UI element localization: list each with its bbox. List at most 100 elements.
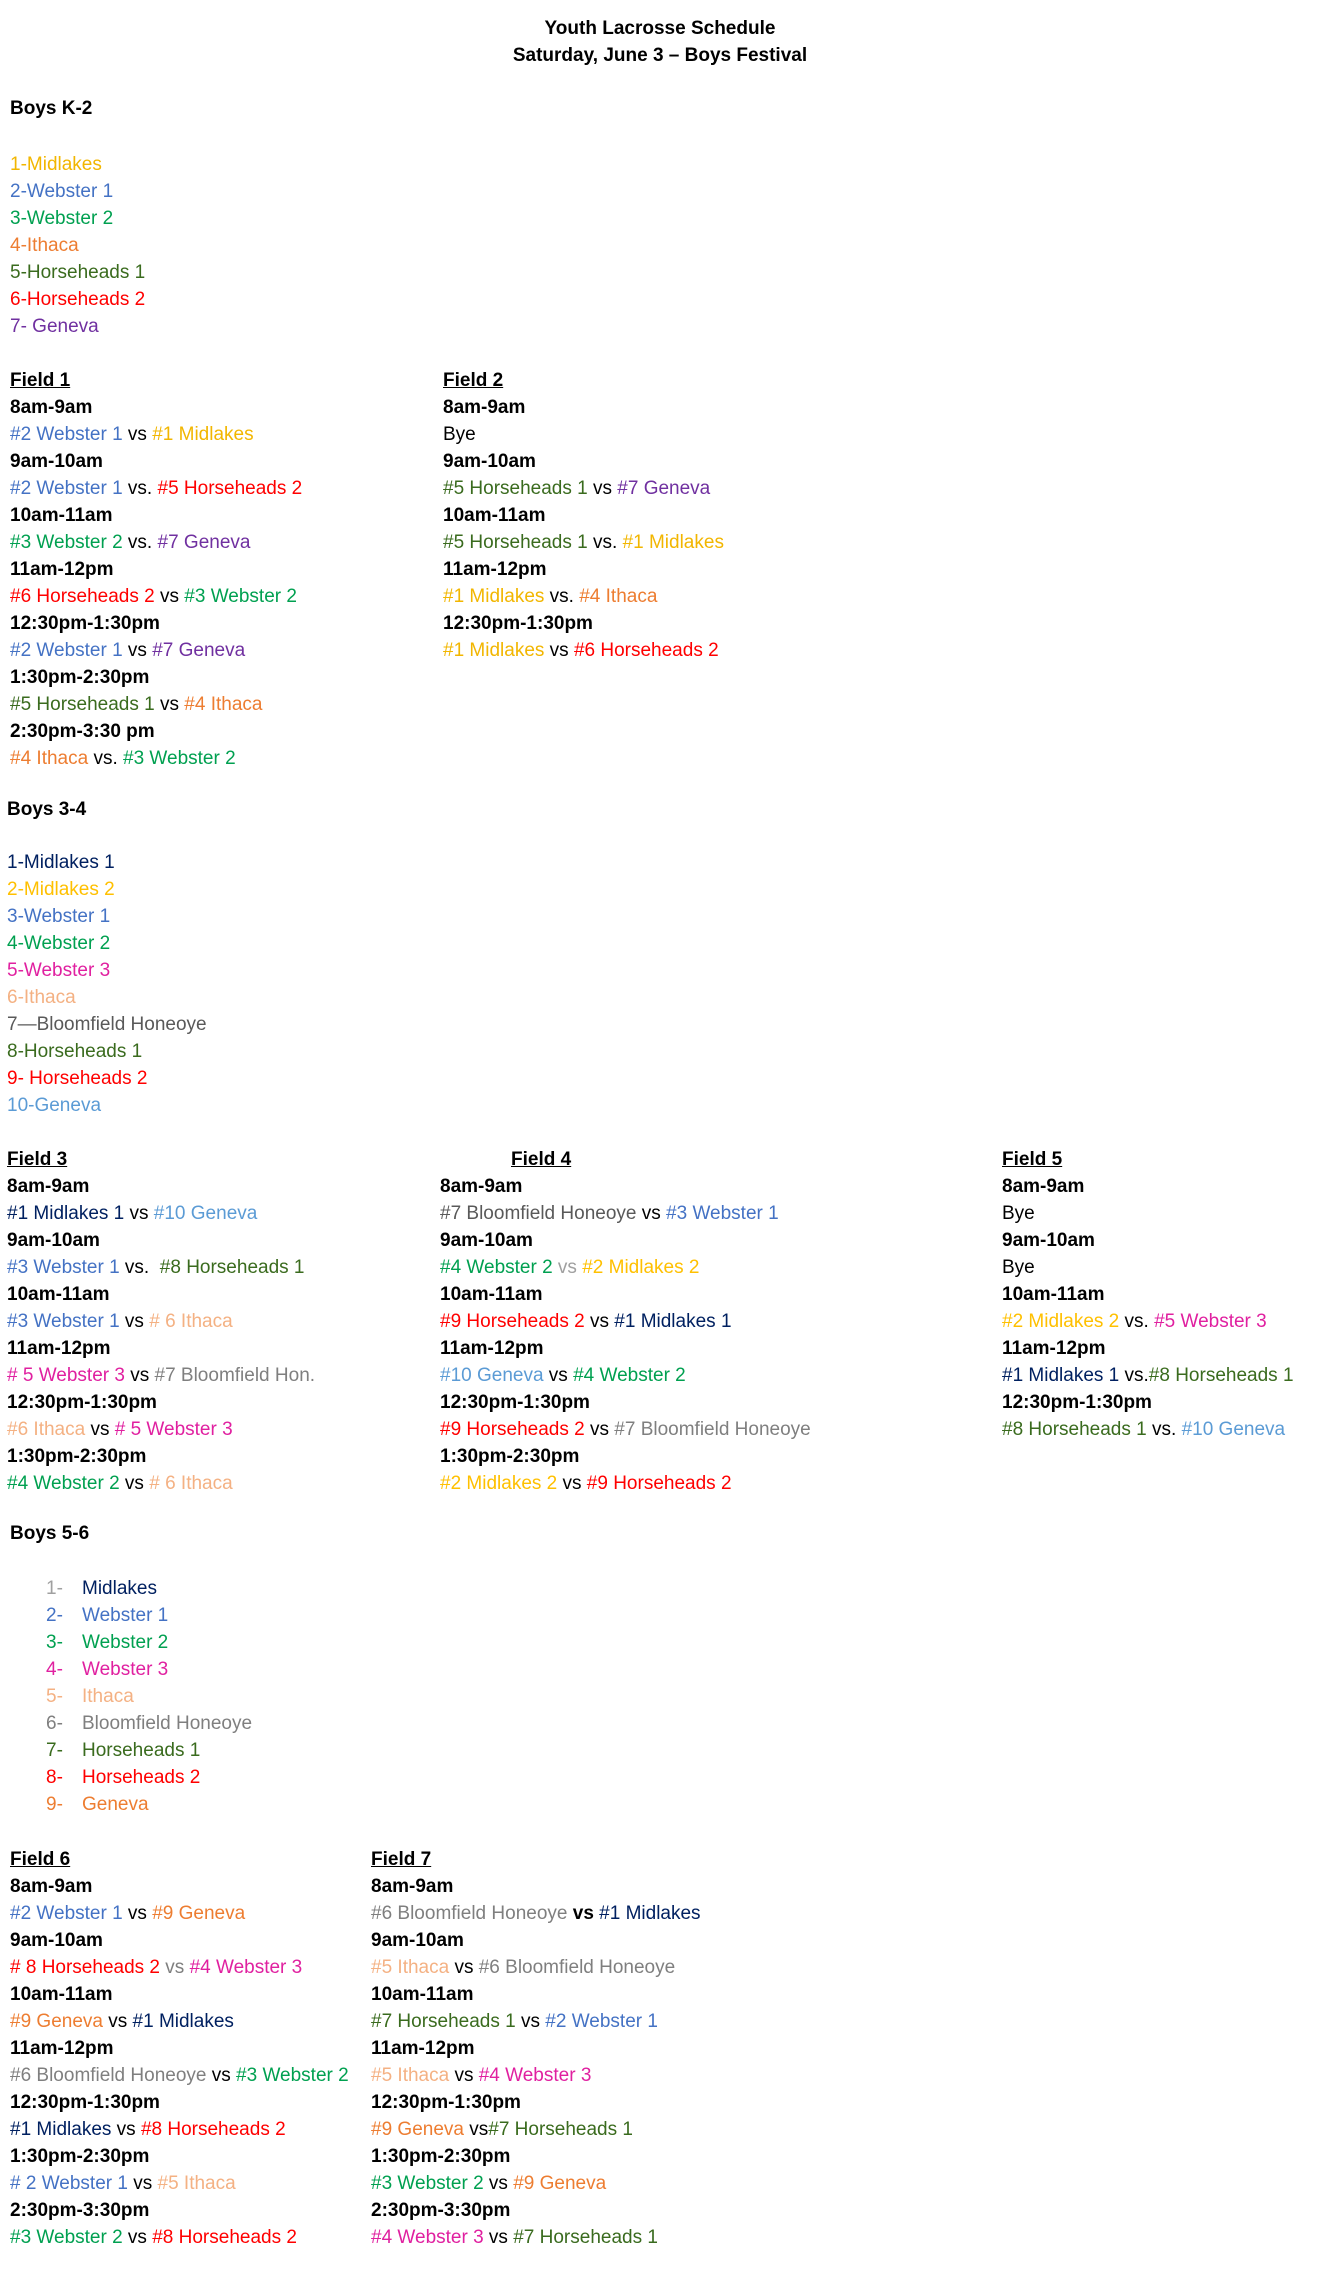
team-list-item: 4-Webster 2 <box>7 930 207 957</box>
time-slot: 1:30pm-2:30pm <box>10 664 302 691</box>
team-ref: #3 Webster 2 <box>236 2065 349 2086</box>
team-ref: #5 Horseheads 1 <box>443 532 588 553</box>
team-ref: #6 Ithaca <box>7 1419 86 1440</box>
matchup: #1 Midlakes 1 vs #10 Geneva <box>7 1200 315 1227</box>
matchup: #3 Webster 2 vs #9 Geneva <box>371 2170 701 2197</box>
team-list-item: 7-Horseheads 1 <box>46 1737 252 1764</box>
time-slot: 10am-11am <box>440 1281 811 1308</box>
team-number: 6- <box>46 1713 63 1734</box>
team-list-k2: 1-Midlakes 2-Webster 1 3-Webster 2 4-Ithaca… <box>10 151 145 340</box>
text-segment: vs. <box>122 532 158 553</box>
matchup: #2 Webster 1 vs #1 Midlakes <box>10 421 302 448</box>
text-segment: Bye <box>443 424 476 445</box>
text-segment: 9am-10am <box>10 451 103 472</box>
team-ref: #7 Geneva <box>157 532 251 553</box>
text-segment: 2:30pm-3:30 pm <box>10 721 155 742</box>
text-segment: 12:30pm-1:30pm <box>10 613 160 634</box>
team-ref: #9 Geneva <box>371 2119 464 2140</box>
team-ref: #5 Horseheads 1 <box>443 478 588 499</box>
team-ref: # 6 Ithaca <box>149 1311 233 1332</box>
team-ref: #3 Webster 1 <box>666 1203 779 1224</box>
team-label: 3-Webster 2 <box>10 208 114 229</box>
text-segment: 12:30pm-1:30pm <box>10 2092 160 2113</box>
team-label: 3-Webster 1 <box>7 906 111 927</box>
team-ref: #2 Webster 1 <box>10 478 123 499</box>
text-segment: vs. <box>1119 1311 1155 1332</box>
team-label: 2-Webster 1 <box>10 181 114 202</box>
team-ref: #8 Horseheads 2 <box>152 2227 297 2248</box>
section-heading-5-6: Boys 5-6 <box>10 1523 90 1544</box>
time-slot: 12:30pm-1:30pm <box>10 2089 349 2116</box>
matchup: #2 Webster 1 vs #9 Geneva <box>10 1900 349 1927</box>
team-ref: # 6 Ithaca <box>149 1473 233 1494</box>
team-number: 3- <box>46 1632 63 1653</box>
text-segment: vs <box>122 1903 153 1924</box>
team-ref: #6 Bloomfield Honeoye <box>371 1903 568 1924</box>
text-segment: vs <box>206 2065 237 2086</box>
team-label: 1-Midlakes <box>10 154 102 175</box>
text-segment: 11am-12pm <box>443 559 547 580</box>
text-segment: vs <box>463 2119 489 2140</box>
text-segment: 11am-12pm <box>10 559 114 580</box>
matchup: #3 Webster 2 vs #8 Horseheads 2 <box>10 2224 349 2251</box>
time-slot: 12:30pm-1:30pm <box>7 1389 315 1416</box>
section-heading-k2: Boys K-2 <box>10 98 93 119</box>
text-segment: Bye <box>1002 1257 1035 1278</box>
field-heading: Field 6 <box>10 1849 71 1870</box>
team-label: 8-Horseheads 1 <box>7 1041 143 1062</box>
time-slot: 8am-9am <box>371 1873 701 1900</box>
team-ref: #4 Ithaca <box>579 586 658 607</box>
time-slot: 10am-11am <box>10 1981 349 2008</box>
text-segment: 8am-9am <box>440 1176 523 1197</box>
text-segment: vs <box>122 640 153 661</box>
text-segment: vs. <box>88 748 124 769</box>
time-slot: 12:30pm-1:30pm <box>440 1389 811 1416</box>
matchup: #1 Midlakes 1 vs.#8 Horseheads 1 <box>1002 1362 1294 1389</box>
matchup: #9 Horseheads 2 vs #1 Midlakes 1 <box>440 1308 811 1335</box>
team-label: 2-Midlakes 2 <box>7 879 115 900</box>
team-name: Bloomfield Honeoye <box>82 1713 253 1734</box>
time-slot: 10am-11am <box>443 502 724 529</box>
text-segment: 12:30pm-1:30pm <box>371 2092 521 2113</box>
team-name: Horseheads 1 <box>82 1740 201 1761</box>
team-ref: #6 Bloomfield Honeoye <box>10 2065 207 2086</box>
matchup: #1 Midlakes vs. #4 Ithaca <box>443 583 724 610</box>
matchup: Bye <box>443 421 724 448</box>
team-ref: #7 Bloomfield Honeoye <box>440 1203 637 1224</box>
time-slot: 9am-10am <box>10 448 302 475</box>
team-ref: #5 Horseheads 2 <box>157 478 303 499</box>
text-segment: 9am-10am <box>371 1930 464 1951</box>
field-heading: Field 3 <box>7 1149 68 1170</box>
team-ref: #7 Horseheads 1 <box>488 2119 633 2140</box>
team-ref: #1 Midlakes <box>10 2119 112 2140</box>
time-slot: 12:30pm-1:30pm <box>371 2089 701 2116</box>
team-label: 10-Geneva <box>7 1095 102 1116</box>
time-slot: 11am-12pm <box>443 556 724 583</box>
team-label: 4-Ithaca <box>10 235 79 256</box>
text-segment: 9am-10am <box>1002 1230 1095 1251</box>
team-ref: #8 Horseheads 1 <box>159 1257 305 1278</box>
time-slot: 9am-10am <box>443 448 724 475</box>
text-segment: vs <box>124 1203 154 1224</box>
matchup: #6 Bloomfield Honeoye vs #1 Midlakes <box>371 1900 701 1927</box>
team-ref: # 5 Webster 3 <box>7 1365 125 1386</box>
text-segment: 9am-10am <box>10 1930 103 1951</box>
time-slot: 10am-11am <box>10 502 302 529</box>
matchup: Bye <box>1002 1200 1294 1227</box>
time-slot: 12:30pm-1:30pm <box>10 610 302 637</box>
text-segment: 10am-11am <box>7 1284 110 1305</box>
team-name: Geneva <box>82 1794 149 1815</box>
team-ref: #3 Webster 1 <box>7 1257 120 1278</box>
team-list-item: 4-Webster 3 <box>46 1656 252 1683</box>
text-segment: vs. <box>544 586 580 607</box>
time-slot: 2:30pm-3:30pm <box>371 2197 701 2224</box>
team-ref: #2 Midlakes 2 <box>582 1257 700 1278</box>
text-segment: 11am-12pm <box>440 1338 544 1359</box>
text-segment: 11am-12pm <box>7 1338 111 1359</box>
matchup: #4 Webster 3 vs #7 Horseheads 1 <box>371 2224 701 2251</box>
team-ref: #7 Bloomfield Honeoye <box>614 1419 811 1440</box>
matchup: #9 Geneva vs#7 Horseheads 1 <box>371 2116 701 2143</box>
team-label: 6-Ithaca <box>7 987 76 1008</box>
text-segment: vs <box>567 1903 600 1924</box>
matchup: #5 Horseheads 1 vs. #1 Midlakes <box>443 529 724 556</box>
